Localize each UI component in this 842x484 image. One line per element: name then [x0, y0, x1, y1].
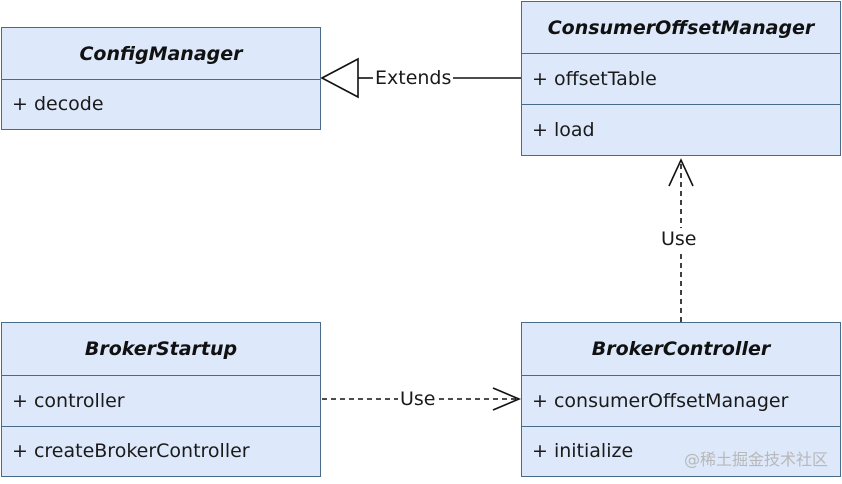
class-broker-startup-member-controller: + controller [2, 375, 320, 426]
class-config-manager-member-decode: + decode [2, 79, 320, 128]
class-broker-startup-name: BrokerStartup [84, 338, 238, 360]
watermark: @稀土掘金技术社区 [683, 450, 828, 469]
use-vertical-label: Use [659, 228, 699, 250]
class-consumer-offset-manager-member-load: + load [522, 104, 840, 154]
class-broker-controller-name: BrokerController [591, 338, 771, 360]
class-consumer-offset-manager-member-offsettable: + offsetTable [522, 53, 840, 104]
class-broker-controller-member-consumeroffsetmanager: + consumerOffsetManager [522, 375, 840, 426]
class-broker-controller: BrokerController + consumerOffsetManager… [521, 322, 841, 477]
class-broker-startup-member-createbrokercontroller: + createBrokerController [2, 426, 320, 475]
class-config-manager-name: ConfigManager [79, 42, 243, 65]
use-vertical-arrowhead [668, 158, 694, 187]
extends-label: Extends [373, 67, 454, 89]
use-horizontal-arrowhead [492, 387, 522, 411]
class-consumer-offset-manager-name: ConsumerOffsetManager [547, 16, 815, 39]
extends-arrowhead [320, 57, 359, 99]
class-consumer-offset-manager: ConsumerOffsetManager + offsetTable + lo… [521, 1, 841, 156]
class-config-manager: ConfigManager + decode [1, 27, 321, 130]
use-horizontal-label: Use [398, 388, 438, 410]
class-broker-controller-member-initialize: + initialize [522, 426, 840, 475]
class-broker-startup: BrokerStartup + controller + createBroke… [1, 322, 321, 477]
